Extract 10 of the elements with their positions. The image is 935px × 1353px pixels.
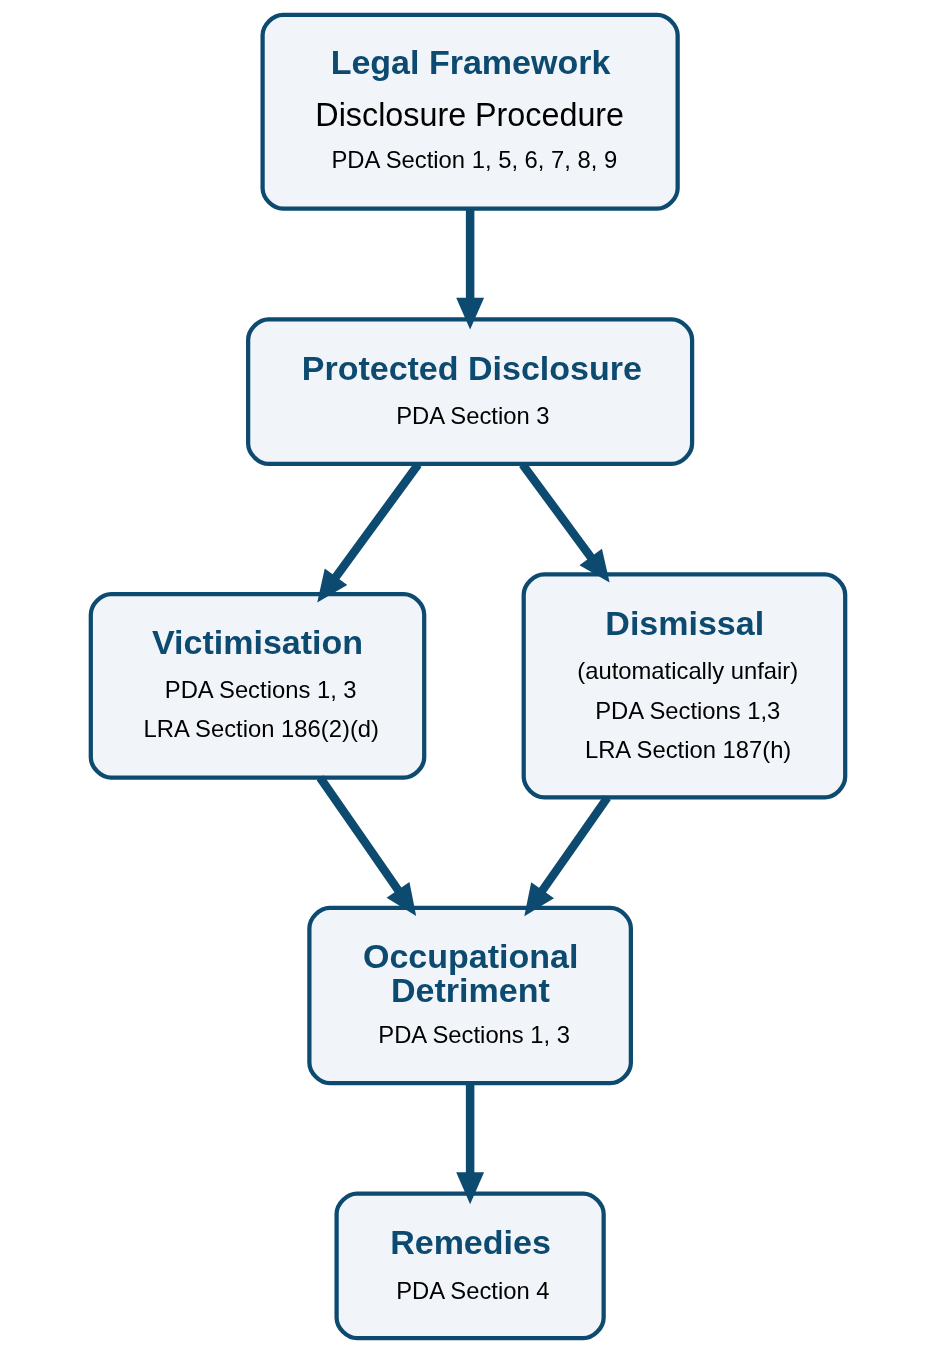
node-box: Dismissal (automatically unfair) PDA Sections 1,3 LRA Section 187(h) — [521, 572, 847, 800]
arrow — [316, 775, 416, 917]
node-box: Remedies PDA Section 4 — [333, 1191, 606, 1341]
node-box: Protected Disclosure PDA Section 3 — [245, 317, 694, 466]
node-box: Occupational Detriment PDA Sections 1, 3 — [306, 905, 633, 1086]
node-box: Legal Framework Disclosure Procedure PDA Section 1, 5, 6, 7, 8, 9 — [259, 12, 680, 211]
node-box: Victimisation PDA Sections 1, 3 LRA Section 186(2)(d) — [88, 591, 426, 780]
arrow — [455, 209, 484, 330]
arrow — [455, 1083, 484, 1205]
arrow — [523, 795, 611, 917]
